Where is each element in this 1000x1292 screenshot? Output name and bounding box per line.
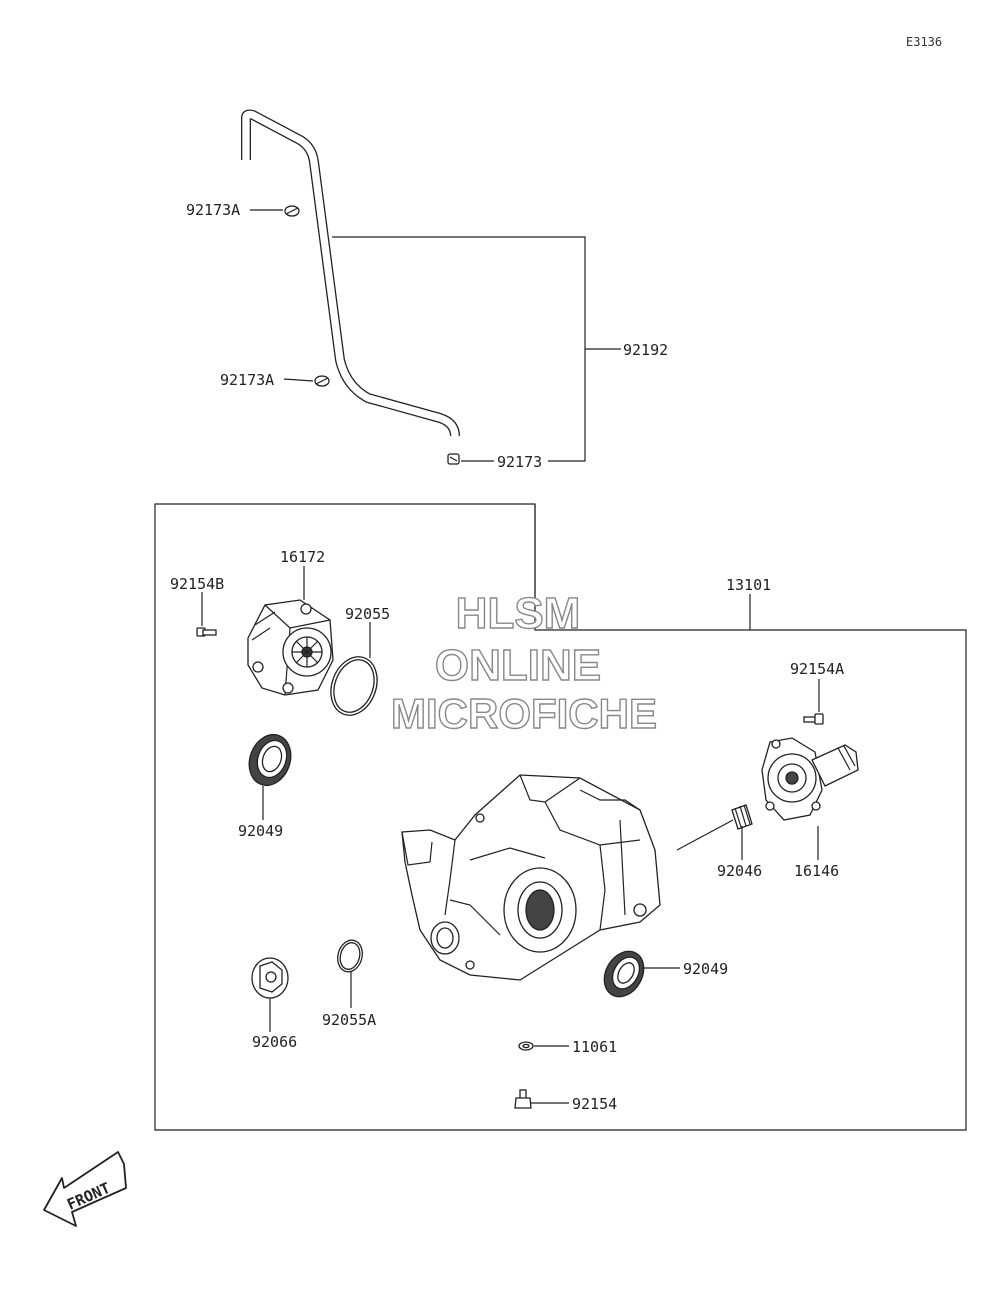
watermark: HLSM ONLINE MICROFICHE — [390, 588, 657, 737]
actuator-16172 — [247, 599, 334, 696]
washer-11061 — [518, 1041, 534, 1051]
o-ring-92055A — [337, 939, 363, 973]
label-16146: 16146 — [794, 862, 839, 880]
breather-hose — [241, 109, 460, 437]
label-92055: 92055 — [345, 605, 390, 623]
hose-clamp-bottom — [447, 453, 460, 465]
label-92154: 92154 — [572, 1095, 617, 1113]
label-92173A-bottom: 92173A — [220, 371, 274, 389]
leader-92173A-bottom — [283, 378, 314, 382]
label-16172: 16172 — [280, 548, 325, 566]
label-92173: 92173 — [497, 453, 542, 471]
label-92046: 92046 — [717, 862, 762, 880]
gear-case-13101 — [401, 774, 661, 981]
label-92066: 92066 — [252, 1033, 297, 1051]
label-92049-left: 92049 — [238, 822, 283, 840]
watermark-line2: ONLINE — [435, 641, 601, 690]
front-arrow: FRONT — [43, 1151, 127, 1227]
bolt-92154B — [196, 627, 217, 637]
leader-92046-arrow — [676, 819, 734, 851]
o-ring-92055 — [330, 656, 378, 716]
oil-seal-92049-right — [603, 950, 645, 998]
label-92154B: 92154B — [170, 575, 224, 593]
needle-bearing-92046 — [731, 804, 753, 830]
hose-clamp-top — [284, 205, 300, 217]
label-11061: 11061 — [572, 1038, 617, 1056]
hose-clamp-middle — [314, 375, 330, 387]
drain-plug-92066 — [251, 957, 289, 999]
label-92192: 92192 — [623, 341, 668, 359]
label-13101: 13101 — [726, 576, 771, 594]
label-92154A: 92154A — [790, 660, 844, 678]
watermark-line3: MICROFICHE — [391, 690, 657, 737]
oil-seal-92049-left — [248, 733, 292, 787]
label-92055A: 92055A — [322, 1011, 376, 1029]
label-92173A-top: 92173A — [186, 201, 240, 219]
label-92049-right: 92049 — [683, 960, 728, 978]
bolt-92154 — [514, 1089, 532, 1109]
watermark-line1: HLSM — [456, 589, 581, 638]
bolt-92154A — [803, 713, 824, 725]
shaft-housing-16146 — [761, 737, 859, 821]
diagram-code: E3136 — [906, 35, 942, 49]
